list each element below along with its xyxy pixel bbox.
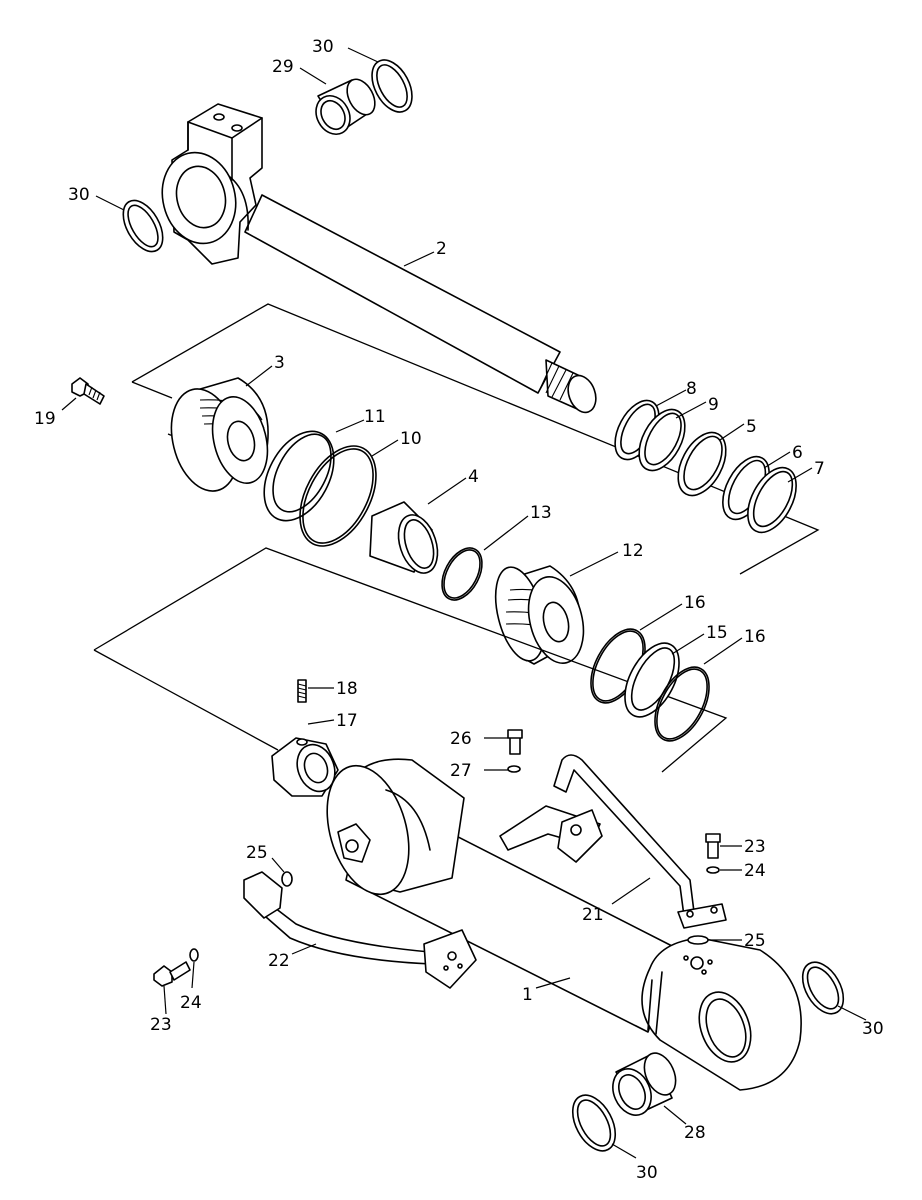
callout-26: 26 bbox=[450, 729, 472, 749]
callout-12: 12 bbox=[622, 541, 644, 561]
cylinder-bottom-eye bbox=[641, 937, 802, 1091]
dust-seal-left bbox=[122, 199, 164, 253]
callout-29: 29 bbox=[272, 57, 294, 77]
callout-27: 27 bbox=[450, 761, 472, 781]
set-screw bbox=[297, 679, 307, 703]
piston-rod bbox=[161, 103, 597, 414]
callout-30-bottom: 30 bbox=[636, 1163, 658, 1183]
callout-15: 15 bbox=[706, 623, 728, 643]
dust-seal-bottom bbox=[571, 1094, 617, 1152]
callout-16-right: 16 bbox=[744, 627, 766, 647]
callout-28: 28 bbox=[684, 1123, 706, 1143]
backup-ring bbox=[263, 430, 335, 522]
piston-nut bbox=[271, 737, 339, 797]
bottom-bushing bbox=[612, 1052, 677, 1116]
callout-9: 9 bbox=[708, 395, 719, 415]
callout-24-right: 24 bbox=[744, 861, 766, 881]
callout-2: 2 bbox=[436, 239, 447, 259]
rod-end-bushing bbox=[315, 78, 376, 135]
piston-seal-rings bbox=[590, 628, 710, 742]
cylinder-tube bbox=[326, 758, 677, 1033]
callout-labels: 30 29 30 2 3 19 11 10 8 9 5 6 7 4 13 12 … bbox=[34, 37, 884, 1183]
cylinder-head bbox=[170, 377, 269, 492]
callout-1: 1 bbox=[522, 985, 533, 1005]
callout-10: 10 bbox=[400, 429, 422, 449]
callout-21: 21 bbox=[582, 905, 604, 925]
callout-30-left: 30 bbox=[68, 185, 90, 205]
leader-lines bbox=[61, 47, 867, 1159]
callout-22: 22 bbox=[268, 951, 290, 971]
o-ring-small bbox=[441, 547, 483, 601]
callout-18: 18 bbox=[336, 679, 358, 699]
callout-13: 13 bbox=[530, 503, 552, 523]
hydraulic-pipe-lower bbox=[243, 871, 477, 989]
piston bbox=[494, 565, 585, 665]
callout-3: 3 bbox=[274, 353, 285, 373]
rod-seal-rings bbox=[614, 399, 797, 534]
callout-23-left: 23 bbox=[150, 1015, 172, 1035]
callout-8: 8 bbox=[686, 379, 697, 399]
callout-24-left: 24 bbox=[180, 993, 202, 1013]
o-ring-large bbox=[299, 445, 377, 547]
callout-25-right: 25 bbox=[744, 931, 766, 951]
callout-30-top: 30 bbox=[312, 37, 334, 57]
dust-seal-top bbox=[371, 59, 413, 113]
callout-6: 6 bbox=[792, 443, 803, 463]
piston-collar bbox=[369, 501, 439, 574]
head-bolt bbox=[71, 377, 105, 405]
callout-16-left: 16 bbox=[684, 593, 706, 613]
callout-25-left: 25 bbox=[246, 843, 268, 863]
callout-19: 19 bbox=[34, 409, 56, 429]
callout-30-right: 30 bbox=[862, 1019, 884, 1039]
callout-4: 4 bbox=[468, 467, 479, 487]
hydraulic-pipe-upper bbox=[499, 754, 727, 929]
callout-5: 5 bbox=[746, 417, 757, 437]
dust-seal-right bbox=[801, 961, 845, 1015]
callout-7: 7 bbox=[814, 459, 825, 479]
callout-17: 17 bbox=[336, 711, 358, 731]
callout-23-right: 23 bbox=[744, 837, 766, 857]
assembly-frame-lower bbox=[93, 547, 728, 773]
assembly-frame-upper bbox=[131, 303, 820, 575]
callout-11: 11 bbox=[364, 407, 386, 427]
mounting-hardware bbox=[153, 729, 721, 987]
